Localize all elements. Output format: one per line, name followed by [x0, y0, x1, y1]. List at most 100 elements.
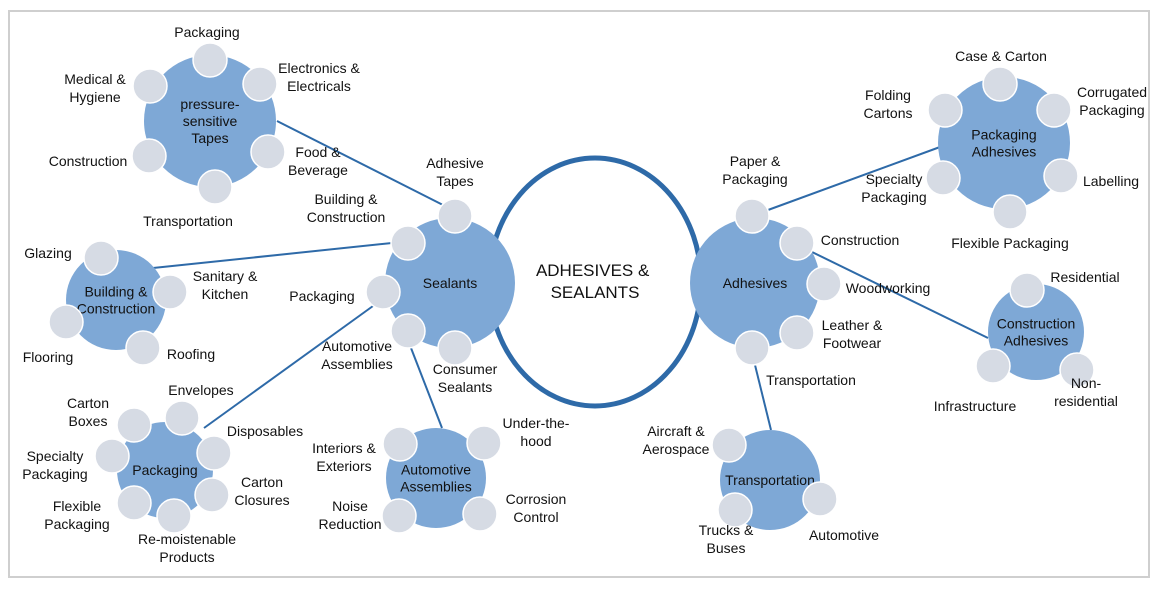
- label-line: Specialty: [27, 448, 84, 464]
- branch-label: Packaging: [289, 288, 354, 304]
- hub-label: Building &Construction: [77, 284, 156, 317]
- branch-node: Flooring: [23, 304, 84, 365]
- link-adhesives-to-transportation: [754, 364, 772, 431]
- branch-label: Interiors &Exteriors: [312, 440, 376, 474]
- label-line: Packaging: [722, 171, 787, 187]
- branch-node: Medical &Hygiene: [64, 68, 168, 105]
- center-title: ADHESIVES & SEALANTS: [536, 261, 654, 302]
- branch-label: Leather & Footwear: [822, 317, 883, 351]
- label-line: Automotive: [809, 527, 879, 543]
- branch-label: Sanitary &Kitchen: [193, 268, 258, 302]
- label-line: Aerospace: [643, 441, 710, 457]
- branch-circle: [462, 496, 498, 532]
- branch-circle: [156, 498, 192, 534]
- label-line: Residential: [1050, 269, 1119, 285]
- label-line: Medical &: [64, 71, 126, 87]
- branch-circle: [779, 315, 815, 351]
- branch-circle: [975, 348, 1011, 384]
- label-line: Paper &: [730, 153, 781, 169]
- label-line: Products: [159, 549, 214, 565]
- branch-circle: [94, 438, 130, 474]
- label-line: Re-moistenable: [138, 531, 236, 547]
- branch-circle: [1059, 352, 1095, 388]
- hub-label: Packaging: [132, 462, 197, 478]
- label-line: Noise: [332, 498, 368, 514]
- hub-label: Adhesives: [723, 275, 788, 291]
- branch-label: Construction: [49, 153, 128, 169]
- label-line: Tapes: [191, 130, 228, 146]
- label-line: Non-: [1071, 375, 1102, 391]
- label-line: Transportation: [725, 472, 815, 488]
- branch-label: Trucks &Buses: [699, 522, 754, 556]
- label-line: Packaging: [861, 189, 926, 205]
- branch-circle: [734, 330, 770, 366]
- branch-node: Food & Beverage: [250, 134, 348, 178]
- branch-node: Residential: [1009, 269, 1120, 308]
- branch-node: Packaging: [174, 24, 240, 78]
- label-line: Building &: [84, 284, 148, 300]
- branch-node: Under-the-hood: [466, 415, 570, 461]
- label-line: Electricals: [287, 78, 351, 94]
- label-line: hood: [520, 433, 551, 449]
- branch-label: Non-residential: [1054, 375, 1118, 409]
- branch-label: Disposables: [227, 423, 303, 439]
- label-line: Construction: [821, 232, 900, 248]
- label-line: Aircraft &: [647, 423, 705, 439]
- branch-node: Roofing: [125, 330, 215, 366]
- label-line: Automotive: [322, 338, 392, 354]
- label-line: Boxes: [69, 413, 108, 429]
- label-line: Disposables: [227, 423, 303, 439]
- branch-circle: [250, 134, 286, 170]
- label-line: Electronics &: [278, 60, 360, 76]
- branch-node: Aircraft & Aerospace: [643, 423, 747, 463]
- label-line: Construction: [997, 316, 1076, 332]
- link-sealants-to-automotive-assemblies: [410, 347, 443, 429]
- label-line: Footwear: [823, 335, 882, 351]
- label-line: Packaging: [132, 462, 197, 478]
- label-line: Labelling: [1083, 173, 1139, 189]
- branch-node: Trucks &Buses: [699, 492, 754, 556]
- center-title-line-1: ADHESIVES &: [536, 261, 650, 280]
- link-sealants-to-building-construction: [152, 242, 393, 269]
- label-line: Automotive: [401, 462, 471, 478]
- branch-label: Under-the-hood: [503, 415, 570, 449]
- branch-circle: [1043, 158, 1079, 194]
- branch-circle: [927, 92, 963, 128]
- branch-circle: [197, 169, 233, 205]
- branch-circle: [734, 198, 770, 234]
- label-line: Transportation: [143, 213, 233, 229]
- branch-label: Medical &Hygiene: [64, 71, 126, 105]
- branch-circle: [194, 477, 230, 513]
- branch-label: Transportation: [766, 372, 856, 388]
- label-line: Flexible Packaging: [951, 235, 1069, 251]
- label-line: Under-the-: [503, 415, 570, 431]
- branch-node: Sanitary &Kitchen: [152, 268, 258, 310]
- branch-circle: [717, 492, 753, 528]
- label-line: Beverage: [288, 162, 348, 178]
- branch-label: Woodworking: [846, 280, 931, 296]
- branch-node: Paper & Packaging: [722, 153, 788, 234]
- branch-node: Packaging: [289, 274, 401, 310]
- branch-circle: [437, 330, 473, 366]
- branch-label: Packaging: [174, 24, 239, 40]
- label-line: Leather &: [822, 317, 883, 333]
- label-line: Food &: [295, 144, 341, 160]
- label-line: Sealants: [438, 379, 492, 395]
- label-line: Carton: [241, 474, 283, 490]
- label-line: Carton: [67, 395, 109, 411]
- hub-adhesives: Adhesives Paper & PackagingConstructionWoo…: [690, 153, 930, 388]
- branch-label: Flooring: [23, 349, 74, 365]
